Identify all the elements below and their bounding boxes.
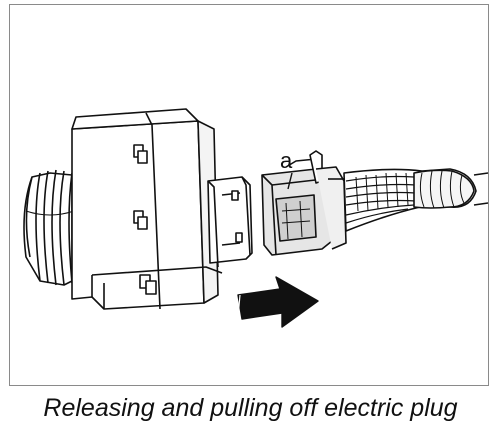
threaded-nozzle [23, 169, 75, 286]
plug-socket [207, 176, 253, 268]
callout-leader [287, 172, 293, 190]
figure-frame: a [9, 4, 489, 386]
figure-caption: Releasing and pulling off electric plug [43, 394, 458, 422]
wiring-harness [343, 168, 489, 232]
callout-label-a: a [280, 148, 293, 173]
electric-plug [261, 150, 347, 256]
sensor-housing [71, 108, 223, 310]
plug-illustration: a [23, 108, 489, 328]
right-arrow-icon [237, 276, 319, 328]
